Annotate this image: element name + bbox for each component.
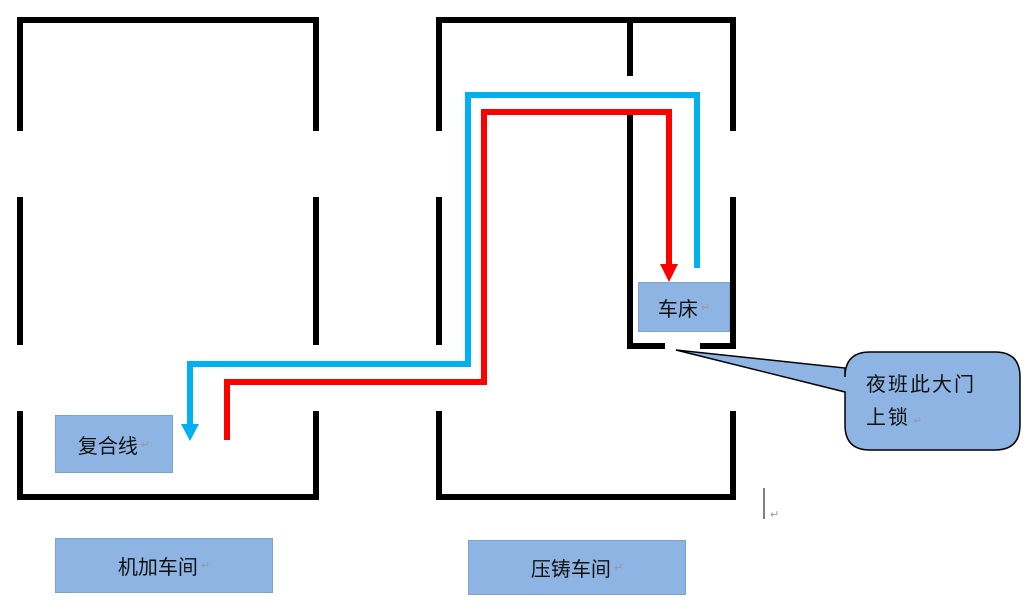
lathe-label: 车床↵ bbox=[638, 282, 730, 332]
machining-workshop-label: 机加车间↵ bbox=[55, 538, 273, 593]
blue-route-arrow bbox=[181, 92, 700, 441]
callout-line-1: 夜班此大门 bbox=[866, 372, 976, 396]
paragraph-mark: ↵ bbox=[770, 508, 780, 521]
die-casting-workshop-text: 压铸车间 bbox=[530, 557, 611, 581]
callout-line-2: 上锁 bbox=[866, 405, 910, 429]
callout-text: 夜班此大门 上锁↵ bbox=[866, 368, 1006, 437]
composite-line-label: 复合线↵ bbox=[55, 415, 173, 473]
red-route-arrow bbox=[224, 109, 678, 440]
paragraph-mark: ↵ bbox=[613, 561, 624, 574]
paragraph-mark: ↵ bbox=[700, 300, 711, 314]
paragraph-mark: ↵ bbox=[200, 559, 211, 572]
die-casting-workshop-label: 压铸车间↵ bbox=[468, 540, 686, 595]
composite-line-text: 复合线 bbox=[77, 433, 138, 458]
machining-workshop-text: 机加车间 bbox=[117, 555, 198, 579]
callout-bubble bbox=[675, 349, 1021, 451]
paragraph-mark: ↵ bbox=[140, 437, 151, 451]
paragraph-mark: ↵ bbox=[913, 414, 925, 427]
lathe-text: 车床 bbox=[657, 296, 698, 321]
die-casting-workshop-walls bbox=[436, 17, 736, 500]
machining-workshop-walls bbox=[17, 17, 319, 500]
